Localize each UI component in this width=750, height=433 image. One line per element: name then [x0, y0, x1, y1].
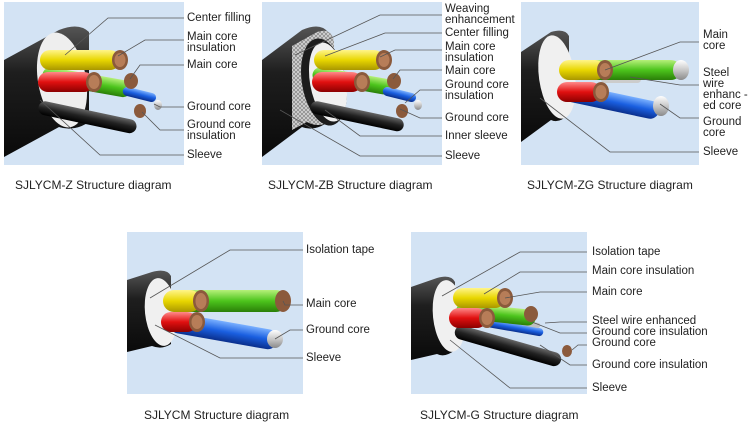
cable-drawing-plain: [127, 270, 291, 352]
label-main-core-insulation: Main core insulation: [445, 41, 496, 64]
label-ground-core: Ground core: [187, 101, 251, 113]
caption-sjlycm-g: SJLYCM-G Structure diagram: [420, 408, 579, 422]
label-main-core: Main core: [592, 286, 643, 298]
label-isolation-tape: Isolation tape: [592, 246, 661, 258]
label-main-core-insulation: Main core insulation: [592, 265, 695, 277]
label-weaving-enhancement: Weaving enhancement: [445, 3, 515, 26]
label-ground-core-insulation: Ground core insulation: [445, 79, 509, 102]
label-ground-core: Ground core: [445, 112, 509, 124]
cable-drawing-g: [411, 276, 572, 367]
caption-sjlycm-zb: SJLYCM-ZB Structure diagram: [268, 178, 433, 192]
caption-sjlycm-zg: SJLYCM-ZG Structure diagram: [527, 178, 693, 192]
label-sleeve: Sleeve: [703, 146, 739, 158]
label-steel-wire-enhanced-core: Steel wire enhanc -ed core: [703, 67, 748, 112]
label-ground-core: Ground core: [306, 324, 370, 336]
label-center-filling: Center filling: [187, 12, 251, 24]
label-main-core: Main core: [703, 29, 728, 52]
label-ground-core: Ground core: [592, 337, 656, 349]
label-main-core: Main core: [187, 59, 238, 71]
label-ground-core-insulation-outer: Ground core insulation: [592, 359, 708, 371]
cable-drawing-zg: [521, 30, 689, 143]
caption-sjlycm-z: SJLYCM-Z Structure diagram: [15, 178, 172, 192]
label-isolation-tape: Isolation tape: [306, 244, 375, 256]
label-center-filling: Center filling: [445, 27, 509, 39]
label-inner-sleeve: Inner sleeve: [445, 130, 508, 142]
label-steel-wire-enhanced: Steel wire enhanced: [592, 315, 697, 327]
cable-drawing-zb: [262, 26, 422, 158]
label-main-core-insulation: Main core insulation: [187, 31, 238, 54]
leader-lines: [39, 14, 699, 389]
label-sleeve: Sleeve: [187, 149, 223, 161]
label-sleeve: Sleeve: [592, 382, 628, 394]
label-main-core: Main core: [445, 65, 496, 77]
caption-sjlycm: SJLYCM Structure diagram: [144, 408, 290, 422]
label-ground-core: Ground core: [703, 116, 742, 139]
label-ground-core-insulation: Ground core insulation: [592, 326, 708, 338]
label-sleeve: Sleeve: [306, 352, 342, 364]
cable-drawing-z: [4, 26, 162, 158]
label-sleeve: Sleeve: [445, 150, 481, 162]
label-ground-core-insulation: Ground core insulation: [187, 119, 251, 142]
label-main-core: Main core: [306, 298, 357, 310]
